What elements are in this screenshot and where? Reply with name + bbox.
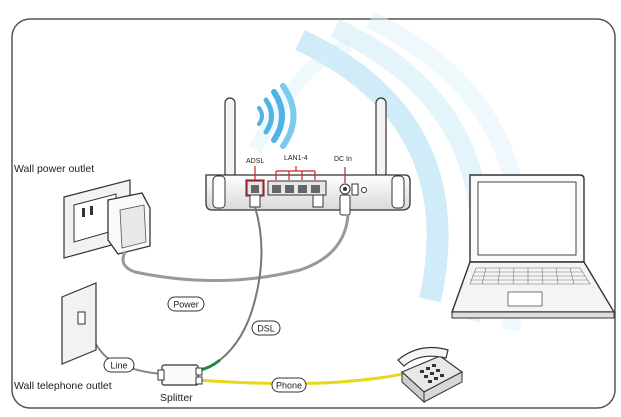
wall-telephone-outlet — [61, 282, 97, 365]
wall-telephone-outlet-label: Wall telephone outlet — [14, 380, 112, 392]
wall-power-outlet-label: Wall power outlet — [14, 163, 94, 175]
telephone-icon — [397, 347, 464, 404]
lan-label: LAN1-4 — [284, 155, 308, 162]
port-markers — [245, 166, 346, 197]
router: ADSL LAN1-4 DC In — [205, 97, 411, 216]
phone-cable — [196, 370, 411, 386]
lan-ports — [267, 180, 327, 196]
adsl-label: ADSL — [246, 158, 264, 165]
router-antenna-left — [224, 97, 236, 179]
phone-cable-bubble: Phone — [271, 377, 307, 393]
splitter-label: Splitter — [160, 392, 193, 404]
splitter — [157, 364, 203, 386]
dc-in-label: DC In — [334, 156, 352, 163]
phone-cable-label: Phone — [276, 381, 302, 391]
power-switch — [351, 183, 359, 196]
power-adapter — [107, 192, 151, 255]
line-cable-label: Line — [110, 361, 127, 371]
power-cable — [121, 214, 350, 283]
dsl-cable — [219, 206, 263, 361]
power-cable-label: Power — [173, 300, 199, 310]
laptop-icon — [451, 174, 616, 319]
line-cable-bubble: Line — [103, 357, 135, 373]
wifi-signal-icon — [257, 83, 297, 149]
router-antenna-right — [375, 97, 387, 179]
dsl-cable-label: DSL — [257, 324, 275, 334]
power-cable-bubble: Power — [167, 296, 205, 312]
dsl-cable-bubble: DSL — [251, 320, 281, 336]
